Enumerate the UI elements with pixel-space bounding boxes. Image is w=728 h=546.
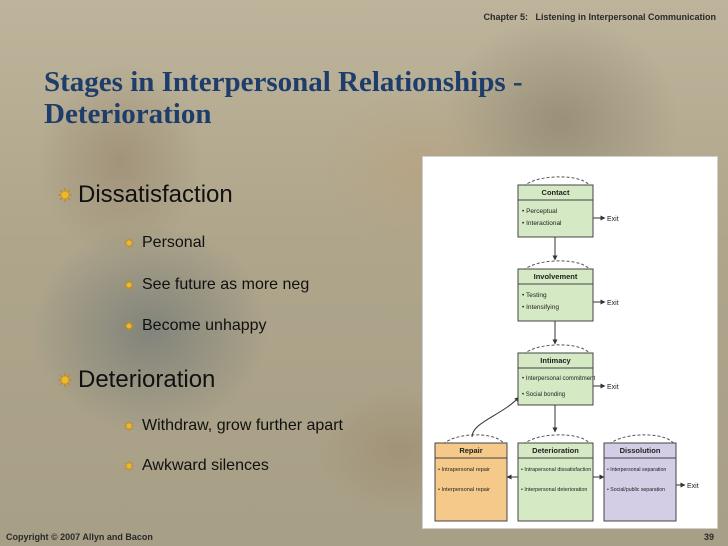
stage-title: Intimacy	[540, 356, 571, 365]
sub-bullet-label: Become unhappy	[142, 317, 267, 334]
exit-label: Exit	[607, 300, 619, 307]
sun-bullet-icon	[124, 321, 134, 331]
stage-box-deterioration: Deterioration • Intrapersonal dissatisfa…	[517, 442, 594, 522]
sub-bullet-label: See future as more neg	[142, 276, 310, 293]
stage-item: • Social/public separation	[607, 487, 665, 493]
sub-bullet-label: Withdraw, grow further apart	[142, 417, 343, 434]
relationship-stages-diagram: Contact • Perceptual • Interactional Exi…	[422, 156, 718, 529]
sub-bullet: Become unhappy	[124, 317, 267, 335]
stage-item: • Interpersonal commitment	[522, 376, 595, 382]
sun-bullet-icon	[58, 188, 72, 202]
exit-label: Exit	[607, 216, 619, 223]
stage-title: Repair	[459, 446, 482, 455]
sun-bullet-icon	[58, 373, 72, 387]
exit-label: Exit	[687, 483, 699, 490]
diagram-svg: Contact • Perceptual • Interactional Exi…	[434, 176, 699, 522]
bullet-label: Deterioration	[78, 366, 216, 393]
sun-bullet-icon	[124, 421, 134, 431]
bullet-deterioration: Deterioration	[58, 366, 215, 394]
sub-bullet: Awkward silences	[124, 457, 269, 475]
page-number: 39	[703, 532, 714, 542]
sub-bullet: Withdraw, grow further apart	[124, 417, 343, 435]
sun-bullet-icon	[124, 280, 134, 290]
stage-item: • Testing	[522, 292, 547, 299]
stage-box-dissolution: Dissolution • Interpersonal separation •…	[603, 442, 677, 522]
repair-return-arrow	[471, 396, 520, 438]
chapter-header: Chapter 5: Listening in Interpersonal Co…	[483, 12, 716, 22]
stage-title: Dissolution	[620, 446, 661, 455]
stage-item: • Interpersonal deterioration	[521, 487, 587, 493]
stage-item: • Interactional	[522, 220, 562, 227]
stage-box-contact: Contact • Perceptual • Interactional	[517, 184, 594, 238]
sub-bullet: Personal	[124, 234, 205, 252]
stage-item: • Intrapersonal repair	[438, 467, 490, 473]
stage-item: • Intensifying	[522, 304, 559, 311]
stage-box-repair: Repair • Intrapersonal repair • Interper…	[434, 442, 508, 522]
bullet-dissatisfaction: Dissatisfaction	[58, 181, 233, 209]
stage-item: • Intrapersonal dissatisfaction	[521, 467, 591, 473]
stage-box-involvement: Involvement • Testing • Intensifying	[517, 268, 594, 322]
stage-title: Involvement	[534, 272, 578, 281]
sub-bullet: See future as more neg	[124, 276, 309, 294]
slide-title: Stages in Interpersonal Relationships - …	[44, 66, 523, 130]
bullet-label: Dissatisfaction	[78, 181, 233, 208]
stage-item: • Interpersonal repair	[438, 487, 490, 493]
sub-bullet-label: Personal	[142, 234, 206, 251]
stage-item: • Perceptual	[522, 208, 558, 215]
stage-title: Deterioration	[532, 446, 579, 455]
stage-title: Contact	[542, 188, 570, 197]
exit-label: Exit	[607, 384, 619, 391]
stage-item: • Social bonding	[522, 392, 565, 398]
stage-box-intimacy: Intimacy • Interpersonal commitment • So…	[517, 352, 595, 406]
sub-bullet-label: Awkward silences	[142, 457, 269, 474]
stage-item: • Interpersonal separation	[607, 467, 666, 473]
copyright-footer: Copyright © 2007 Allyn and Bacon	[6, 532, 153, 542]
sun-bullet-icon	[124, 238, 134, 248]
sun-bullet-icon	[124, 461, 134, 471]
